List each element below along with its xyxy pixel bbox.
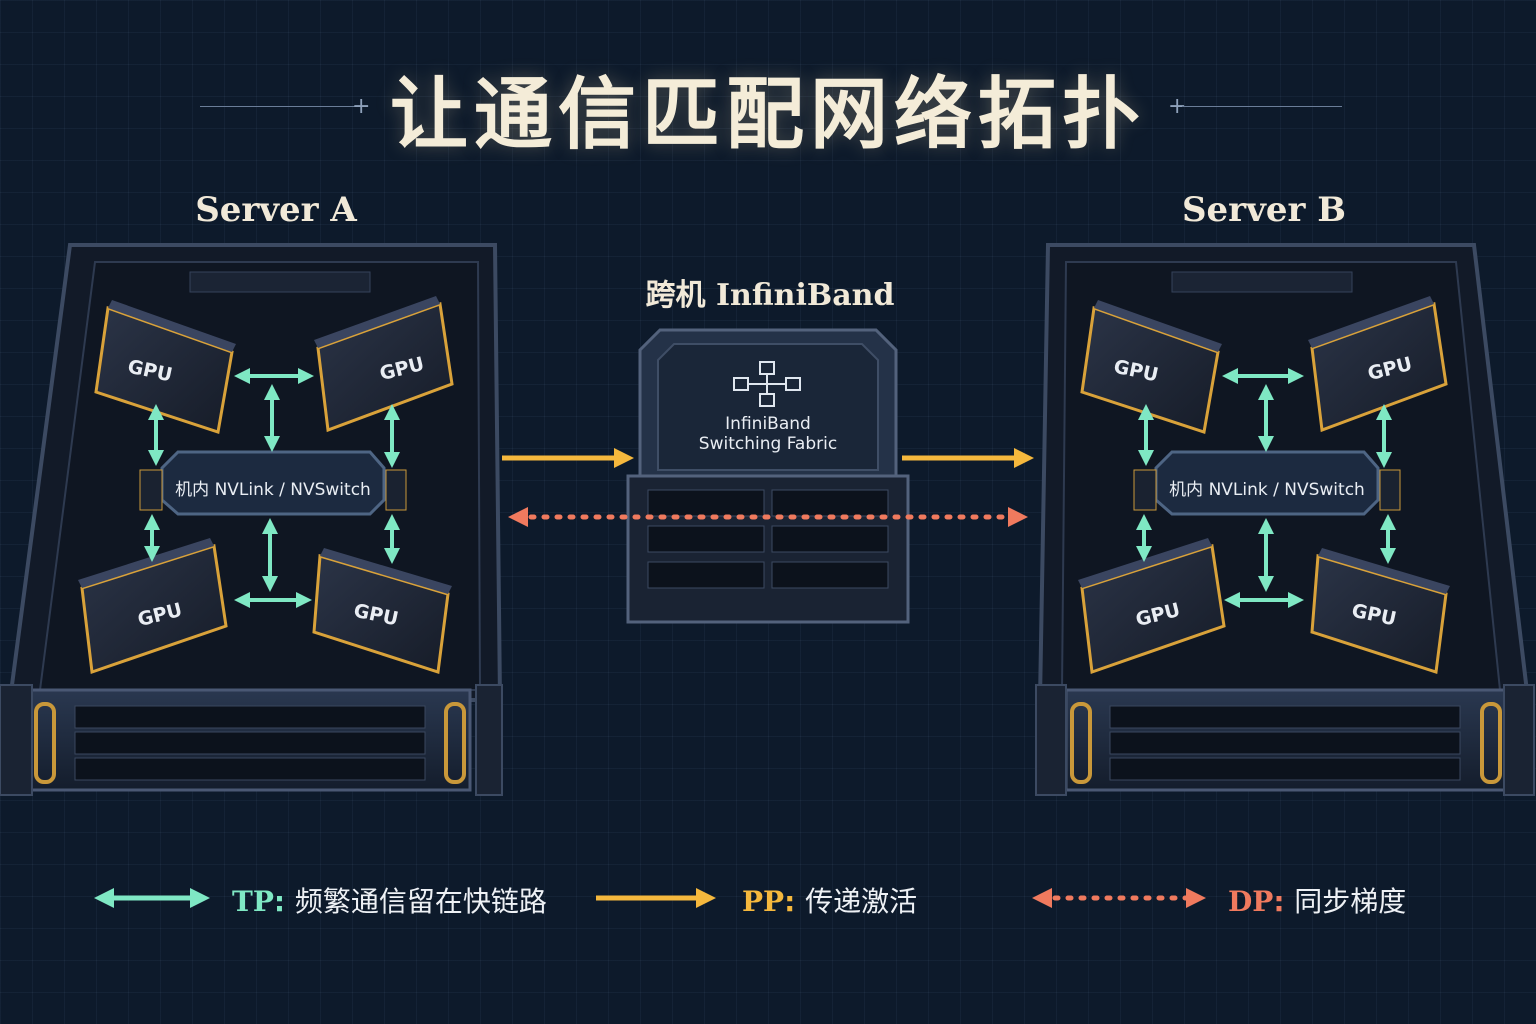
server-b-tp-links [1136, 368, 1396, 608]
network-topology-icon [733, 361, 801, 407]
legend-dp-desc: 同步梯度 [1294, 885, 1407, 918]
server-b-nvswitch [1133, 450, 1401, 516]
server-b-gpu-3 [1078, 538, 1226, 675]
server-a-gpu-4 [312, 548, 452, 674]
server-a-gpu-2 [314, 296, 454, 433]
server-b-nvswitch-label: 机内 NVLink / NVSwitch [1169, 480, 1365, 500]
legend-pp-desc: 传递激活 [805, 885, 918, 918]
legend-pp-sep: : [784, 885, 796, 918]
fabric-label-line1: InfiniBand [725, 414, 811, 434]
page-title: 让通信匹配网络拓扑 [389, 69, 1146, 160]
title-plus-left: + [352, 94, 371, 119]
server-b-gpu-1 [1080, 300, 1222, 434]
title-divider-right [1182, 106, 1342, 107]
server-b-gpu-2 [1308, 296, 1448, 433]
title-plus-right: + [1168, 94, 1187, 119]
server-a-tp-links [144, 368, 400, 608]
fabric-label: InfiniBand Switching Fabric [668, 414, 868, 454]
infiniband-label: 跨机 InfiniBand [645, 278, 895, 313]
legend-tp: TP: 频繁通信留在快链路 [232, 880, 547, 920]
server-a-nvswitch [139, 450, 407, 516]
server-a-label: Server A [195, 190, 357, 230]
legend-tp-desc: 频繁通信留在快链路 [294, 885, 547, 918]
fabric-label-line2: Switching Fabric [698, 434, 838, 454]
legend-pp-abbr: PP [742, 885, 785, 918]
legend-tp-abbr: TP [232, 885, 274, 918]
legend-tp-sep: : [273, 885, 286, 918]
server-a-nvswitch-label: 机内 NVLink / NVSwitch [175, 480, 371, 500]
server-a-gpu-1 [94, 300, 236, 434]
server-a-gpu-3 [78, 538, 228, 675]
title-divider-left [200, 106, 360, 107]
legend-dp-abbr: DP [1228, 885, 1274, 918]
server-b-gpu-4 [1310, 548, 1450, 674]
infiniband-switch [626, 328, 910, 624]
legend-dp: DP: 同步梯度 [1228, 880, 1406, 920]
legend-pp: PP: 传递激活 [742, 880, 917, 920]
legend-dp-sep: : [1273, 885, 1285, 918]
server-b-label: Server B [1182, 190, 1346, 230]
